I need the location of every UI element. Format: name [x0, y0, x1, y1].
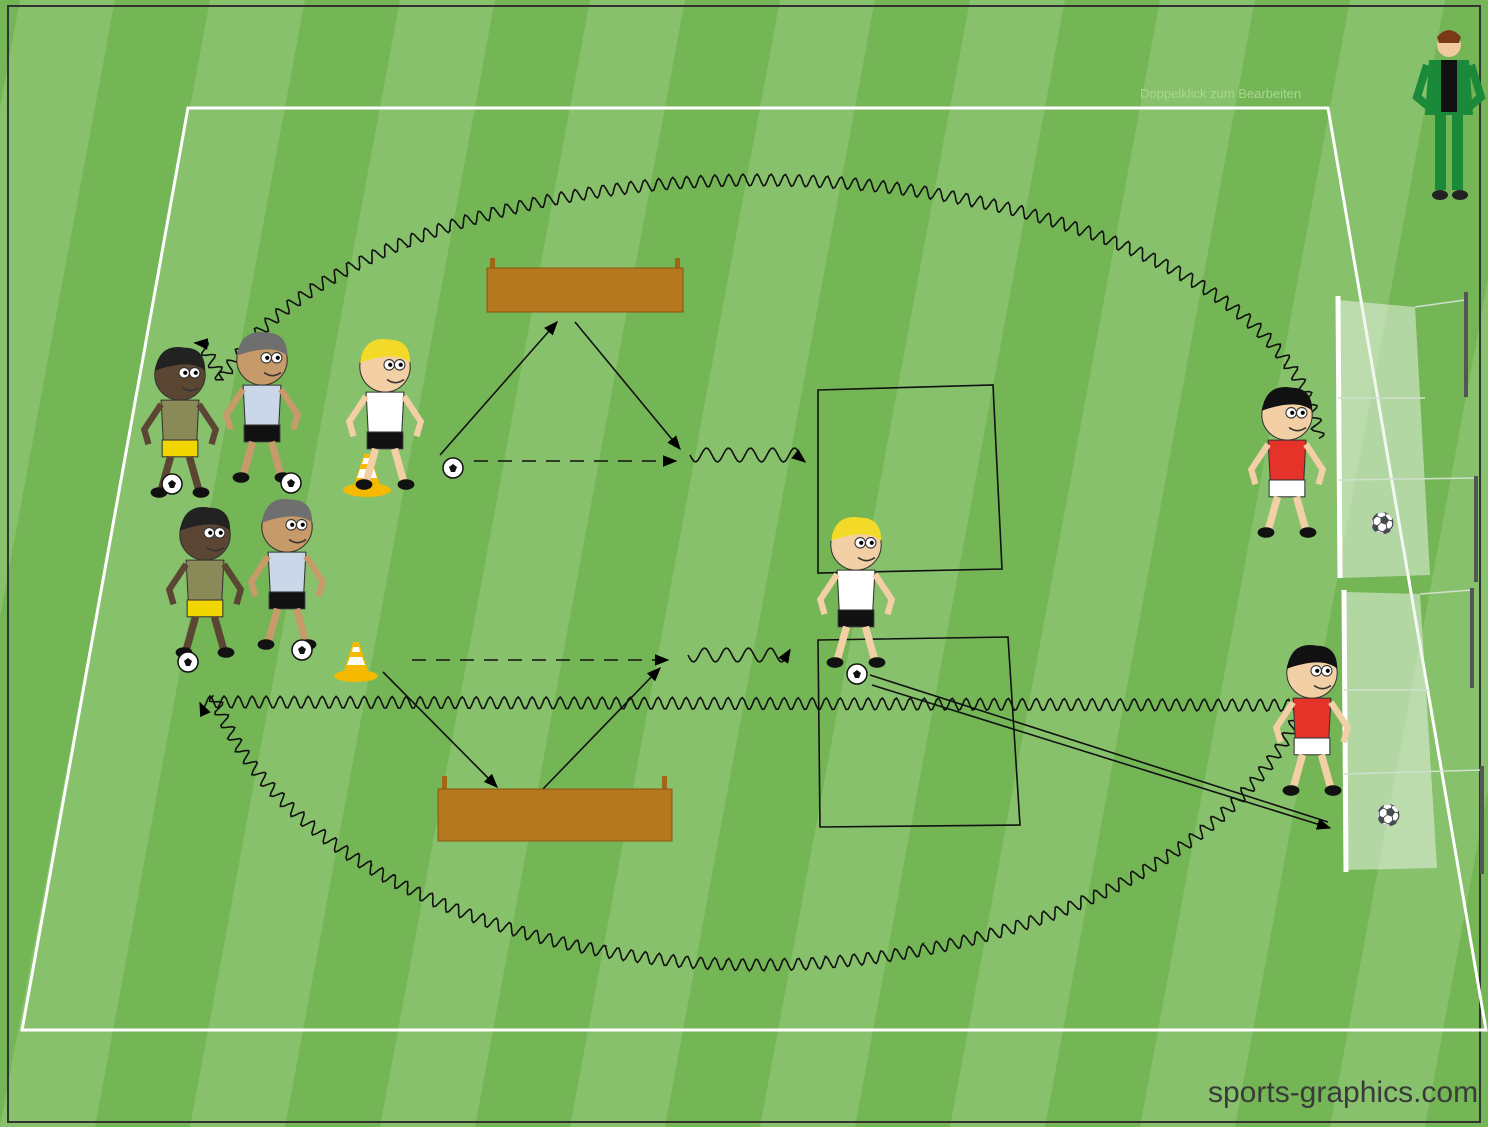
ball-icon [281, 473, 301, 493]
ball-icon [178, 652, 198, 672]
svg-text:⚽: ⚽ [1375, 803, 1401, 827]
edit-hint[interactable]: Doppelklick zum Bearbeiten [1140, 86, 1301, 101]
ball-icon [292, 640, 312, 660]
ball-icon [443, 458, 463, 478]
svg-text:⚽: ⚽ [1369, 511, 1395, 535]
brand-label: sports-graphics.com [1208, 1076, 1478, 1109]
ball-icon [847, 664, 867, 684]
ball-icon [162, 474, 182, 494]
